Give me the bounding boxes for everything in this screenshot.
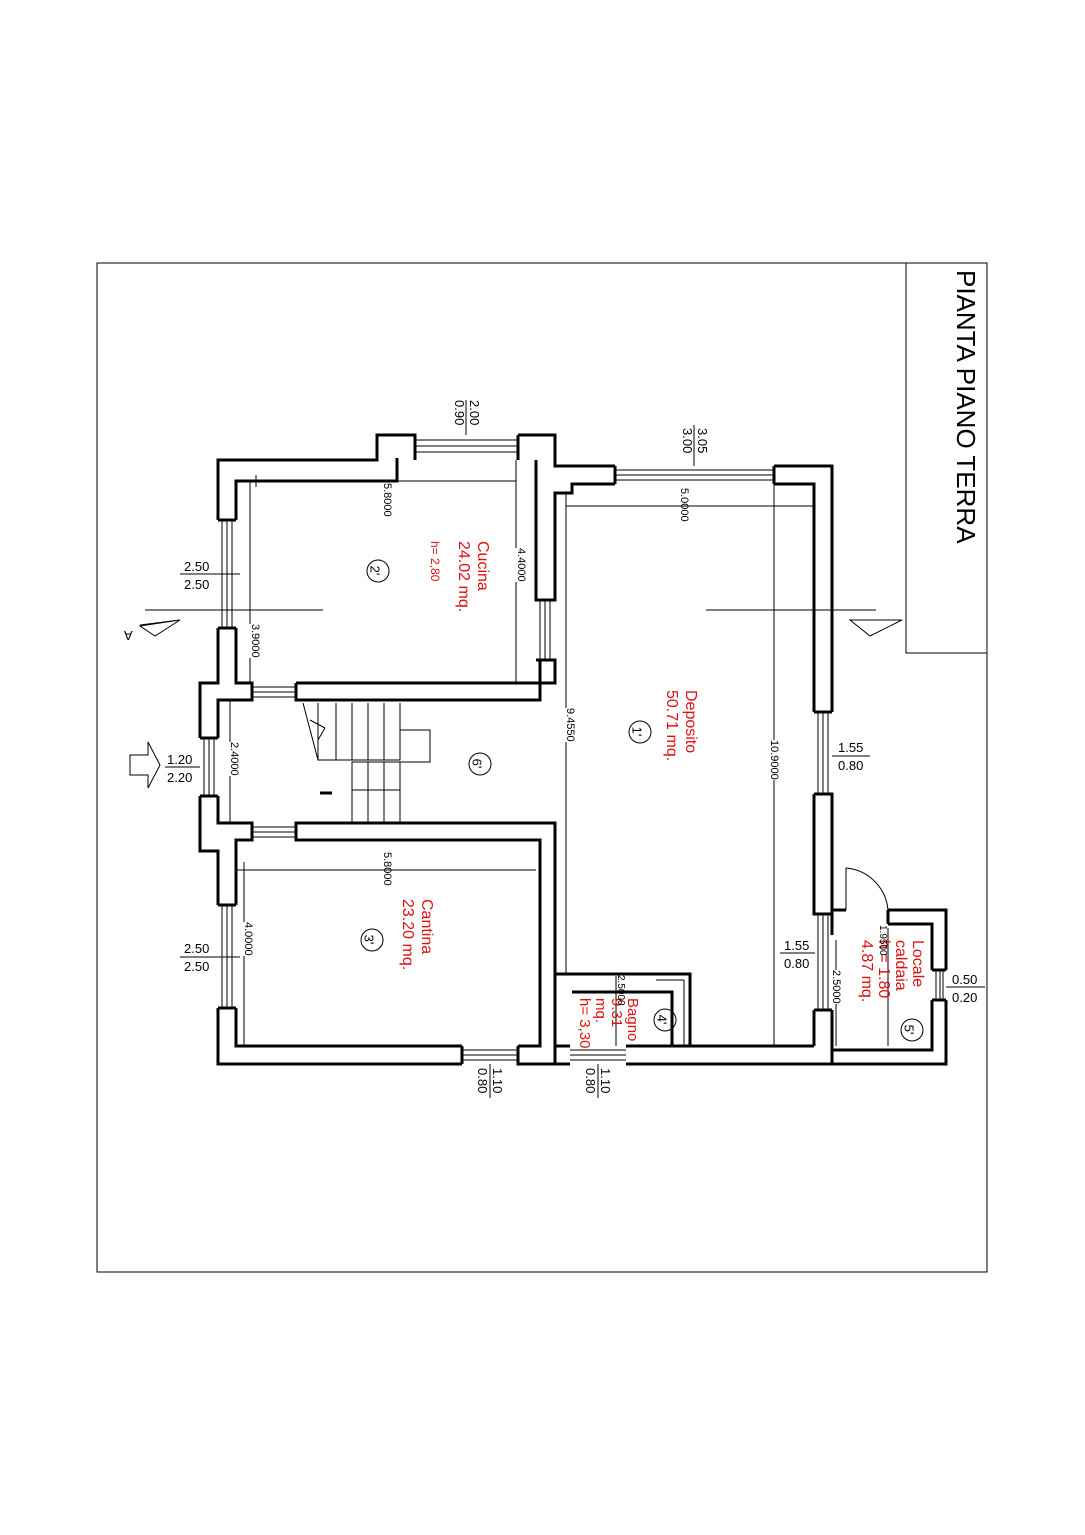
stair [302,702,431,823]
room-caldaia-name2: caldaia [892,940,909,991]
room-cucina-label: Cucina 24.02 mq. h= 2,80 [425,541,492,631]
room-cucina-height: h= 2,80 [428,541,442,582]
dim-deposito-inner: 9.4550 [564,708,576,742]
drawing-title: PIANTA PIANO TERRA [951,270,981,544]
room-cantina-label: Cantina 23.20 mq. [398,899,436,989]
room-cantina-name: Cantina [418,899,435,955]
dim-cucina-side: 3.9000 [249,624,261,658]
entrance-arrow-icon [129,741,161,789]
room-number-1: 1' [629,726,645,737]
dim-cantina-length: 5.8000 [381,852,393,886]
room-cantina-area: 23.20 mq. [399,899,416,971]
opening-labels [165,400,985,1098]
room-deposito-area: 50.71 mq. [663,690,680,762]
dim-deposito-top: 5.0000 [678,488,690,522]
title-block [905,263,987,654]
section-cut-a [138,609,903,637]
room-bagno-label: Bagno 9.31 mq. h= 3,30 [576,998,641,1078]
room-bagno-area: 9.31 [608,998,625,1028]
dim-entrance: 2.4000 [228,742,240,776]
room-number-4: 4' [654,1014,670,1025]
dim-bagno-width: 2.5000 [615,975,626,1006]
room-deposito-name: Deposito [682,690,699,754]
dim-deposito-length: 10.9000 [768,740,780,780]
room-bagno-name: Bagno [624,998,641,1042]
dim-cucina-length: 5.8000 [381,483,393,517]
room-cucina-area: 24.02 mq. [455,541,472,613]
room-bagno-height: h= 3,30 [576,998,593,1049]
dim-cantina-width: 4.0000 [242,922,254,956]
section-marker-label: A [124,628,133,643]
dim-caldaia-length: 2.5000 [830,970,842,1004]
room-cucina-name: Cucina [474,541,491,591]
room-caldaia-area: 4.87 mq. [858,940,875,1003]
room-bagno-unit: mq. [592,998,609,1024]
dim-caldaia-width: 1.9500 [877,925,888,956]
sheet-frame [96,262,988,1273]
room-caldaia-label: Locale caldaia h = 1.80 4.87 mq. [858,940,926,1030]
room-markers [360,559,924,1042]
room-deposito-label: Deposito 50.71 mq. [662,690,700,780]
dim-cucina-width: 4.4000 [515,548,527,582]
room-caldaia-name: Locale [909,940,926,988]
room-number-3: 3' [361,934,377,945]
room-number-6: 6' [469,758,485,769]
room-number-2: 2' [367,565,383,576]
